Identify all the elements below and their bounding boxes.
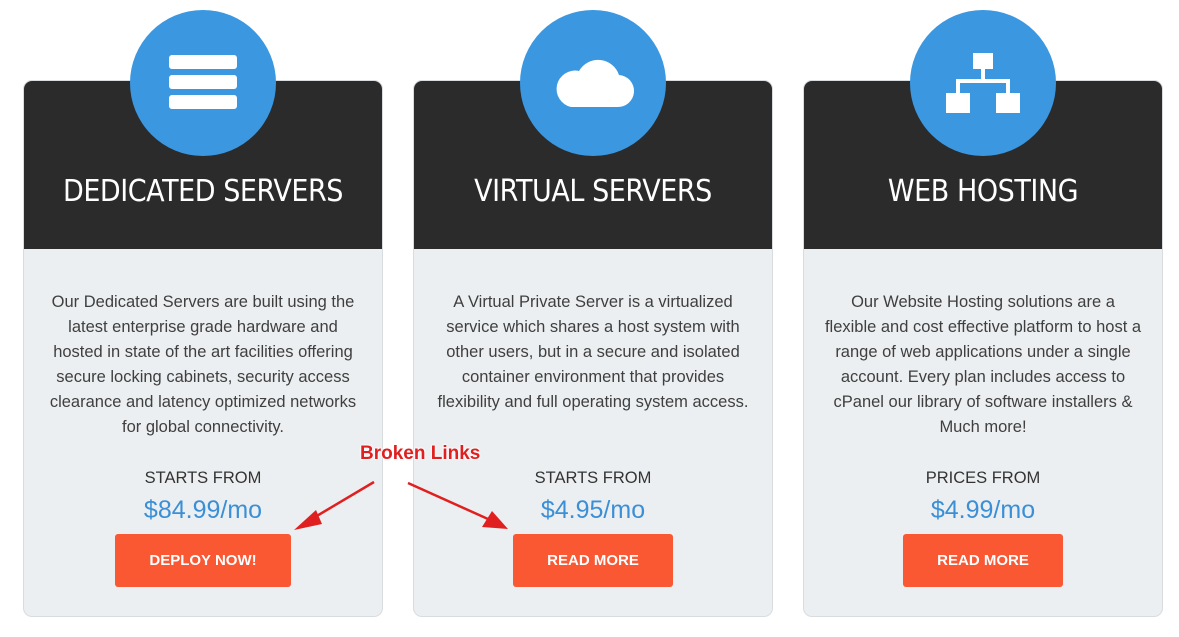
- sitemap-icon: [910, 10, 1056, 156]
- cloud-icon: [520, 10, 666, 156]
- card-header: VIRTUAL SERVERS: [414, 81, 772, 249]
- read-more-button[interactable]: READ MORE: [903, 534, 1063, 587]
- card-title: DEDICATED SERVERS: [62, 174, 344, 209]
- card-description: Our Website Hosting solutions are a flex…: [824, 293, 1142, 436]
- price-label: PRICES FROM: [925, 469, 1041, 487]
- card-web-hosting: WEB HOSTING Our Website Hosting solution…: [803, 80, 1163, 617]
- annotation-arrow-right: [407, 481, 508, 529]
- read-more-button[interactable]: READ MORE: [513, 534, 673, 587]
- card-virtual-servers: VIRTUAL SERVERS A Virtual Private Server…: [413, 80, 773, 617]
- server-stack-icon: [130, 10, 276, 156]
- price-value: $4.95/mo: [540, 496, 646, 524]
- card-title: VIRTUAL SERVERS: [474, 174, 712, 209]
- card-description: A Virtual Private Server is a virtualize…: [437, 293, 749, 411]
- price-label: STARTS FROM: [534, 469, 652, 487]
- price-label: STARTS FROM: [144, 469, 262, 487]
- card-description: Our Dedicated Servers are built using th…: [49, 293, 357, 436]
- price-value: $84.99/mo: [143, 496, 263, 524]
- broken-links-annotation: Broken Links: [360, 443, 481, 464]
- deploy-now-button[interactable]: DEPLOY NOW!: [115, 534, 291, 587]
- annotation-arrow-left: [294, 480, 375, 530]
- price-value: $4.99/mo: [930, 496, 1036, 524]
- card-title: WEB HOSTING: [887, 174, 1079, 209]
